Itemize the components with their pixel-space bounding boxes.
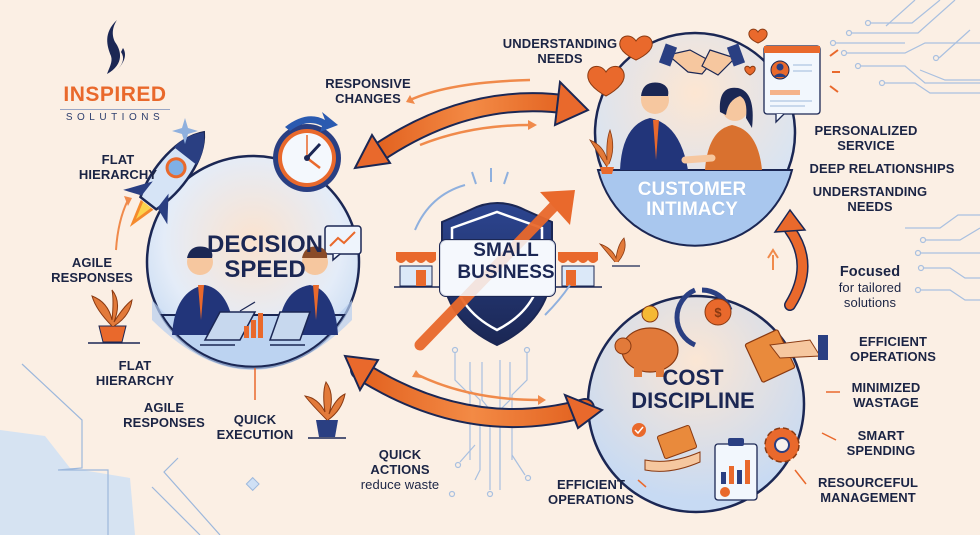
circuit-lines-top-right: [829, 0, 980, 94]
cash-hand-left: [632, 423, 701, 472]
focused-subtitle: for tailored solutions: [838, 280, 902, 310]
label-personalized-service: PERSONALIZED SERVICE: [814, 123, 918, 153]
hearts: [587, 28, 768, 97]
gear: [764, 427, 800, 463]
clock-illustration: [273, 112, 341, 192]
decision-speed-title: DECISION SPEED: [206, 231, 323, 284]
label-flat-hierarchy-bottom: FLAT HIERARCHY: [95, 358, 175, 388]
quick-actions-subtitle: reduce waste: [360, 477, 440, 492]
svg-text:$: $: [714, 305, 722, 320]
label-resourceful-management: RESOURCEFUL MANAGEMENT: [817, 475, 919, 505]
label-deep-relationships: DEEP RELATIONSHIPS: [809, 161, 955, 176]
plant-left: [88, 289, 140, 344]
label-efficient-operations-right: EFFICIENT OPERATIONS: [850, 334, 936, 364]
label-agile-responses-bottom: AGILE RESPONSES: [123, 400, 205, 430]
cost-discipline-title: COST DISCIPLINE: [631, 365, 755, 414]
rocket-illustration: [123, 130, 206, 227]
customer-intimacy-circle: [593, 31, 797, 247]
brand-name: INSPIRED: [63, 83, 167, 106]
plant-bottom: [303, 380, 346, 439]
flame-icon: [107, 20, 125, 74]
label-understanding-needs-right: UNDERSTANDING NEEDS: [812, 184, 928, 214]
businessmen-illustration: [172, 246, 338, 341]
brand-subtitle: SOLUTIONS: [60, 109, 170, 123]
plant-customer: [589, 128, 640, 267]
label-understanding-needs-top: UNDERSTANDING NEEDS: [502, 36, 618, 66]
quick-actions-title: QUICK ACTIONS: [370, 447, 430, 477]
leader-ticks: [637, 391, 840, 488]
profile-card: [763, 45, 840, 124]
brand-logo: INSPIRED SOLUTIONS: [60, 18, 170, 123]
label-efficient-operations-bottom: EFFICIENT OPERATIONS: [548, 477, 634, 507]
label-agile-responses-top: AGILE RESPONSES: [51, 255, 133, 285]
label-minimized-wastage: MINIMIZED WASTAGE: [851, 380, 921, 410]
arrow-decision-cost: [343, 354, 605, 430]
dollar-gear: $: [674, 287, 733, 348]
small-up-arrow: [115, 199, 129, 251]
bottom-left-decor: [0, 363, 260, 535]
arrow-cost-customer: [767, 208, 809, 311]
clipboard-chart: [714, 438, 758, 501]
circuit-lines-center: [448, 346, 532, 498]
customer-people-illustration: [620, 82, 762, 170]
cash-in-hand-right: [744, 329, 828, 383]
small-business-title: SMALL BUSINESS: [457, 240, 555, 283]
label-focused: Focused for tailored solutions: [820, 250, 920, 325]
label-smart-spending: SMART SPENDING: [846, 428, 916, 458]
arrow-decision-customer: [353, 78, 590, 170]
handshake-illustration: [658, 43, 746, 76]
label-responsive-changes: RESPONSIVE CHANGES: [325, 76, 411, 106]
focused-title: Focused: [839, 264, 901, 280]
label-quick-actions: QUICK ACTIONS reduce waste: [350, 432, 450, 507]
small-business-shield: [394, 168, 602, 351]
trend-chart-bubble: [324, 225, 362, 262]
circuit-lines-mid-right: [905, 214, 980, 301]
piggy-bank: [614, 305, 679, 377]
customer-intimacy-title: CUSTOMER INTIMACY: [637, 179, 747, 220]
label-quick-execution: QUICK EXECUTION: [216, 412, 294, 442]
label-flat-hierarchy-top: FLAT HIERARCHY: [78, 152, 158, 182]
sparkle-icon: [172, 118, 198, 144]
